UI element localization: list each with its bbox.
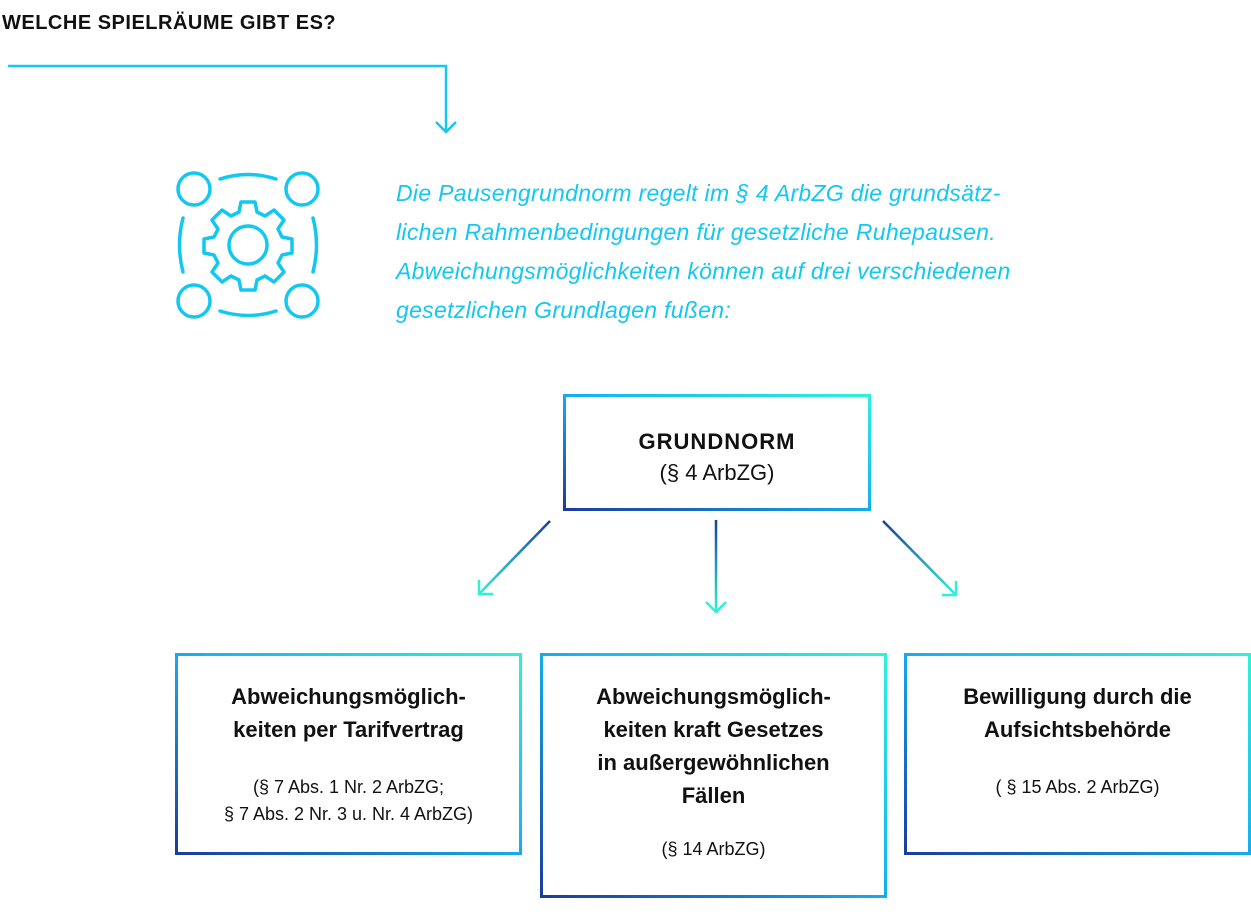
intro-line: Die Pausengrundnorm regelt im § 4 ArbZG … [396,180,1001,206]
page-title: WELCHE SPIELRÄUME GIBT ES? [2,12,337,34]
box-sub-line: ( § 15 Abs. 2 ArbZG) [995,777,1160,797]
box-sub-line: § 7 Abs. 2 Nr. 3 u. Nr. 4 ArbZG) [223,804,474,824]
intro-line: gesetzlichen Grundlagen fußen: [396,297,732,323]
grundnorm-title: GRUNDNORM [638,429,796,454]
arrow-left [478,520,551,595]
aufsicht-box: Bewilligung durch die Aufsichtsbehörde (… [904,653,1251,855]
box-title-line: Aufsichtsbehörde [983,717,1172,742]
intro-text: Die Pausengrundnorm regelt im § 4 ArbZG … [396,174,1216,330]
box-title-line: in außergewöhnlichen [597,750,830,775]
box-title-line: Bewilligung durch die [963,684,1192,709]
grundnorm-box: GRUNDNORM (§ 4 ArbZG) [563,394,871,511]
box-title-line: Fällen [681,783,746,808]
box-sub-line: (§ 14 ArbZG) [661,839,766,859]
box-sub-line: (§ 7 Abs. 1 Nr. 2 ArbZG; [252,777,445,797]
box-title-line: Abweichungsmöglich- [231,684,466,709]
box-title-line: keiten per Tarifvertrag [233,717,464,742]
box-title-line: keiten kraft Gesetzes [603,717,824,742]
intro-line: Abweichungsmöglichkeiten können auf drei… [396,258,1011,284]
grundnorm-sub: (§ 4 ArbZG) [659,460,775,485]
box-title-line: Abweichungsmöglich- [596,684,831,709]
intro-line: lichen Rahmenbedingungen für gesetzliche… [396,219,996,245]
intro-arrow [8,64,457,134]
gesetz-box: Abweichungsmöglich- keiten kraft Gesetze… [540,653,887,898]
arrow-right [882,520,957,596]
tarifvertrag-box: Abweichungsmöglich- keiten per Tarifvert… [175,653,522,855]
gear-network-icon [176,171,320,319]
